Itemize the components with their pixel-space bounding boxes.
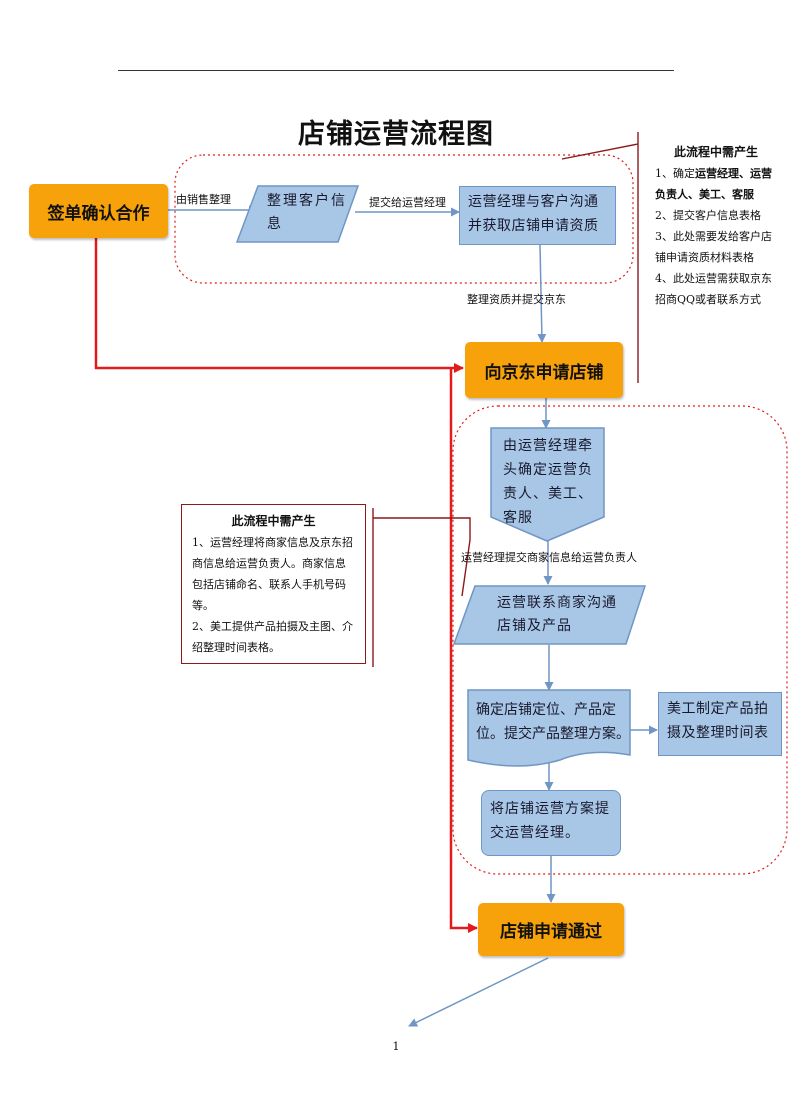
red-path-to-approved [449, 368, 478, 933]
note-right-line4: 4、此处运营需获取京东招商QQ或者联系方式 [655, 272, 772, 306]
note-left: 此流程中需产生 1、运营经理将商家信息及京东招商信息给运营负责人。商家信息包括店… [181, 504, 366, 664]
note-right-line1: 1、确定运营经理、运营负责人、美工、客服 [655, 167, 772, 201]
node-contact: 运营联系商家沟通店铺及产品 [497, 595, 617, 634]
note-left-line1: 1、运营经理将商家信息及京东招商信息给运营负责人。商家信息包括店铺命名、联系人手… [192, 536, 353, 612]
node-submit-plan: 将店铺运营方案提交运营经理。 [481, 790, 621, 856]
contact-shape [452, 585, 647, 645]
node-approved: 店铺申请通过 [478, 903, 624, 956]
note-left-heading: 此流程中需产生 [231, 514, 316, 528]
position-shape [467, 689, 631, 767]
label-organize-submit-jd: 整理资质并提交京东 [467, 293, 566, 306]
note-right-heading: 此流程中需产生 [673, 145, 758, 159]
assign-shape [490, 427, 605, 542]
note-right: 此流程中需产生 1、确定运营经理、运营负责人、美工、客服 2、提交客户信息表格 … [655, 142, 777, 310]
page-title: 店铺运营流程图 [298, 119, 494, 150]
node-assign: 由运营经理牵头确定运营负责人、美工、客服 [503, 438, 593, 526]
arrow-approved-out [408, 957, 549, 1027]
label-by-sales: 由销售整理 [176, 193, 231, 206]
label-submit-to-manager: 提交给运营经理 [369, 196, 446, 209]
node-communicate: 运营经理与客户沟通并获取店铺申请资质 [459, 186, 616, 245]
arrow-communicate-to-apply [537, 244, 547, 343]
node-photo: 美工制定产品拍摄及整理时间表 [658, 692, 782, 756]
note-right-line2: 2、提交客户信息表格 [655, 209, 761, 222]
organize-info-shape [235, 185, 360, 243]
red-path-sign-to-apply [94, 238, 464, 373]
header-rule [118, 70, 674, 71]
node-position: 确定店铺定位、产品定位。提交产品整理方案。 [476, 702, 630, 742]
group-top [174, 154, 634, 284]
label-submit-merchant-info: 运营经理提交商家信息给运营负责人 [461, 551, 637, 564]
callout-left-connector [373, 517, 471, 597]
node-organize-info: 整理客户信息 [267, 193, 347, 232]
callout-right-connector [561, 143, 639, 160]
node-sign: 签单确认合作 [29, 184, 168, 238]
node-apply: 向京东申请店铺 [465, 342, 623, 398]
page-number: 1 [392, 1040, 400, 1053]
note-left-line2: 2、美工提供产品拍摄及主图、介绍整理时间表格。 [192, 620, 353, 654]
group-right [452, 405, 788, 875]
note-right-line3: 3、此处需要发给客户店铺申请资质材料表格 [655, 230, 772, 264]
